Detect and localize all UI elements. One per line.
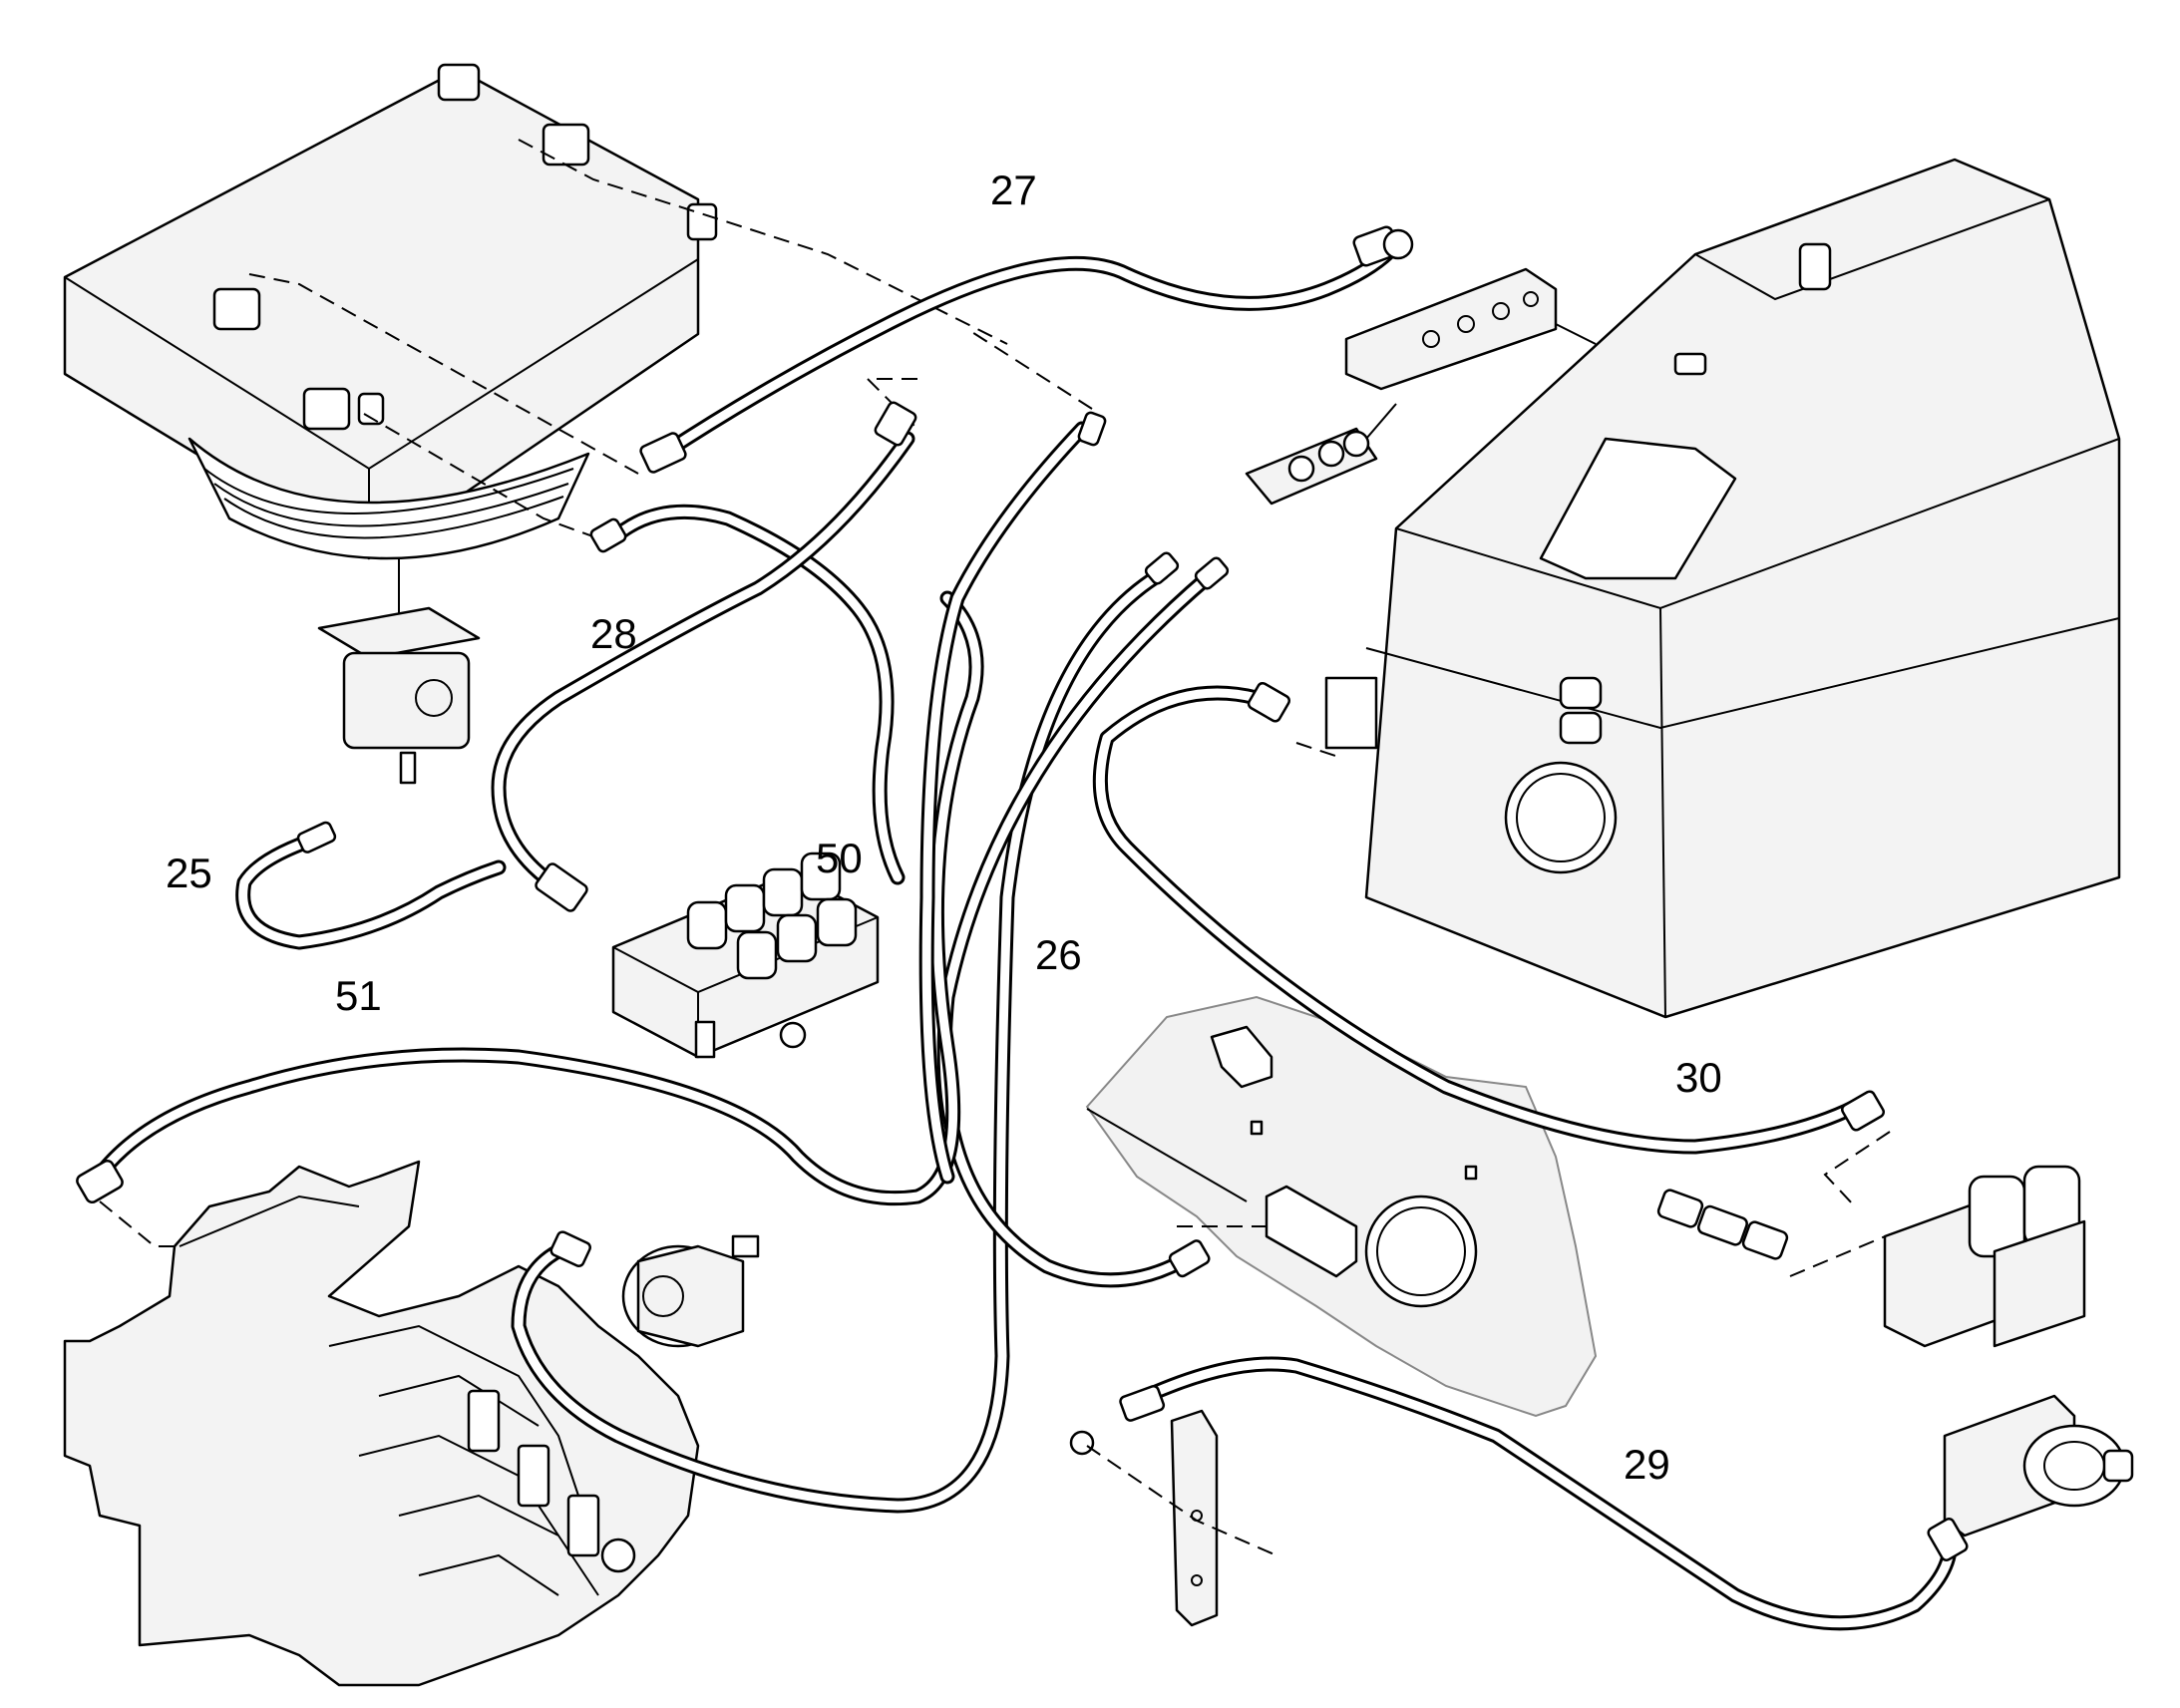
callout-51: 51 (335, 972, 382, 1019)
pump (317, 558, 481, 785)
callout-25: 25 (166, 850, 212, 896)
gearbox-panel (1085, 995, 1598, 1418)
brake-cylinder (621, 1234, 760, 1348)
hoses (87, 236, 1959, 1631)
manifold-block (1344, 267, 1597, 391)
callout-29: 29 (1624, 1441, 1670, 1488)
solenoid-valve-block (611, 852, 880, 1059)
callout-27: 27 (990, 167, 1037, 213)
directional-valve (1883, 1165, 2086, 1348)
callout-30: 30 (1675, 1054, 1722, 1101)
dashed-connectors (99, 139, 1891, 1556)
fittings (76, 225, 1969, 1562)
valve-cluster (1245, 403, 1397, 506)
inline-fitting (1656, 1189, 1789, 1260)
callout-26: 26 (1035, 931, 1082, 978)
hydraulic-tank (1324, 158, 2121, 1019)
callout-50: 50 (816, 835, 863, 881)
callout-28: 28 (590, 610, 637, 657)
engine-block (63, 1160, 700, 1687)
oil-cooler (63, 63, 718, 560)
relief-valve (1943, 1394, 2134, 1537)
